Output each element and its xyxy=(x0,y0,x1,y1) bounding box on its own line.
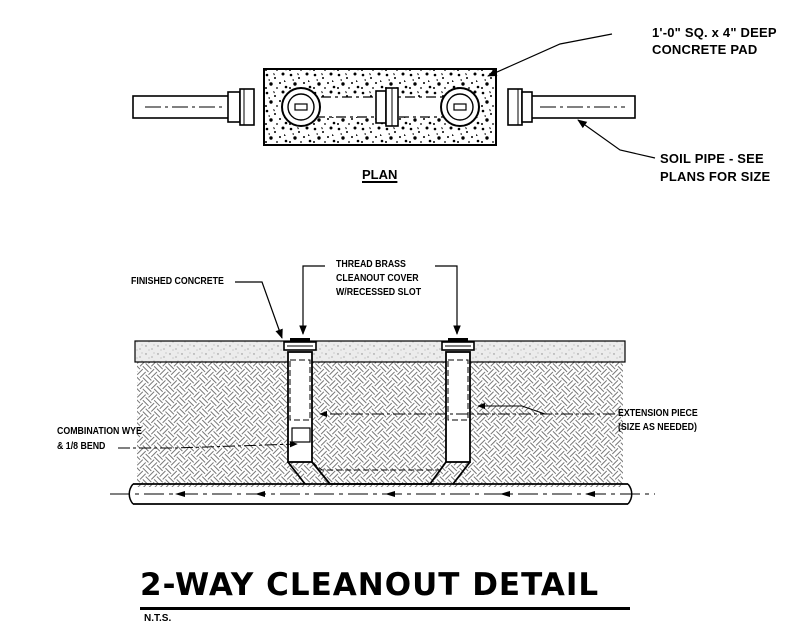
ext-label-line1: EXTENSION PIECE xyxy=(618,408,698,419)
ext-label-line2: (SIZE AS NEEDED) xyxy=(618,422,697,433)
cover-leader-left xyxy=(299,265,325,335)
finished-concrete-label: FINISHED CONCRETE xyxy=(131,276,224,287)
wye-leader xyxy=(118,441,298,449)
cover-label-line1: THREAD BRASS xyxy=(336,259,406,270)
title-underline xyxy=(140,607,630,610)
pipe-callout-line2: PLANS FOR SIZE xyxy=(660,169,771,184)
section-view xyxy=(110,265,655,505)
finished-concrete-leader xyxy=(235,281,283,339)
ext-leader-right xyxy=(477,402,546,415)
soil-hatch xyxy=(137,362,623,487)
wye-label-line2: & 1/8 BEND xyxy=(57,441,106,452)
plan-view-label: PLAN xyxy=(362,167,398,182)
right-riser xyxy=(429,338,475,485)
pad-callout-line2: CONCRETE PAD xyxy=(652,42,758,57)
pad-callout-line1: 1'-0" SQ. x 4" DEEP xyxy=(652,25,777,40)
scale-note: N.T.S. xyxy=(144,613,172,624)
cover-leader-right xyxy=(435,265,461,335)
cover-label-line3: W/RECESSED SLOT xyxy=(336,287,422,298)
drawing-title: 2-WAY CLEANOUT DETAIL xyxy=(140,567,600,603)
plan-view xyxy=(132,33,656,159)
wye-label-line1: COMBINATION WYE xyxy=(57,426,142,437)
pad-leader xyxy=(487,33,613,77)
finished-concrete-slab xyxy=(134,340,626,363)
cover-label-line2: CLEANOUT COVER xyxy=(336,273,419,284)
pipe-callout-line1: SOIL PIPE - SEE xyxy=(660,151,764,166)
pipe-leader xyxy=(577,119,656,159)
